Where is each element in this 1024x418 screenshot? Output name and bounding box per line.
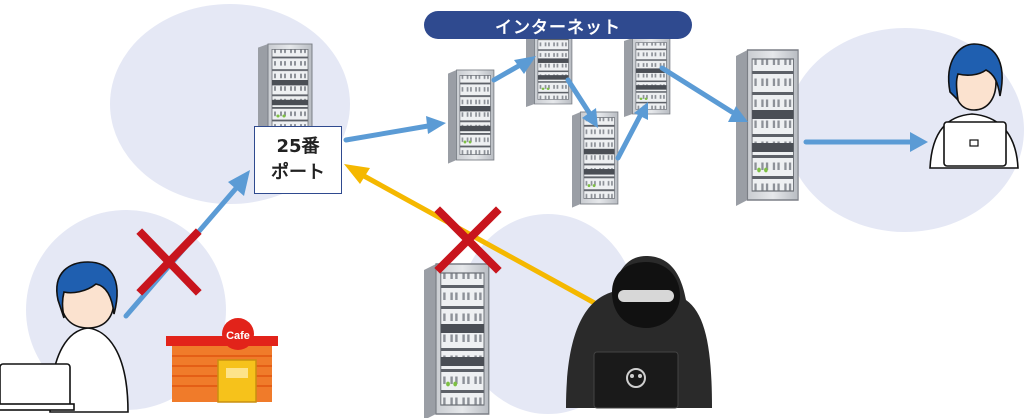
cafe-building-icon [166,318,278,403]
cafe-sign: Cafe [226,330,250,342]
blocked-cross-sender [136,228,202,296]
recipient-server-icon [735,49,799,207]
internet-arrow-1 [491,61,525,83]
blocked-cross-attacker [434,206,502,274]
attacker-server-icon [423,263,490,418]
internet-label: インターネット [424,11,692,39]
internet-arrow-2 [565,77,593,117]
internet-server-icon-1 [447,69,495,165]
mail-server-icon [257,43,313,139]
port-25-box: 25番 ポート [254,126,342,194]
port-to-internet-arrow [343,123,431,143]
recipient-person-icon [929,43,1019,169]
port-word-label: ポート [271,162,325,183]
internet-to-recipient-server-arrow [659,65,735,115]
port-number-label: 25番 [276,136,320,157]
internet-server-icon-2 [525,27,573,108]
internet-server-icon-3 [571,111,619,209]
attacker-path [344,164,603,309]
internet-arrow-3 [615,113,643,161]
sender-person-icon [0,261,129,413]
attacker-hacker-icon [566,256,712,409]
